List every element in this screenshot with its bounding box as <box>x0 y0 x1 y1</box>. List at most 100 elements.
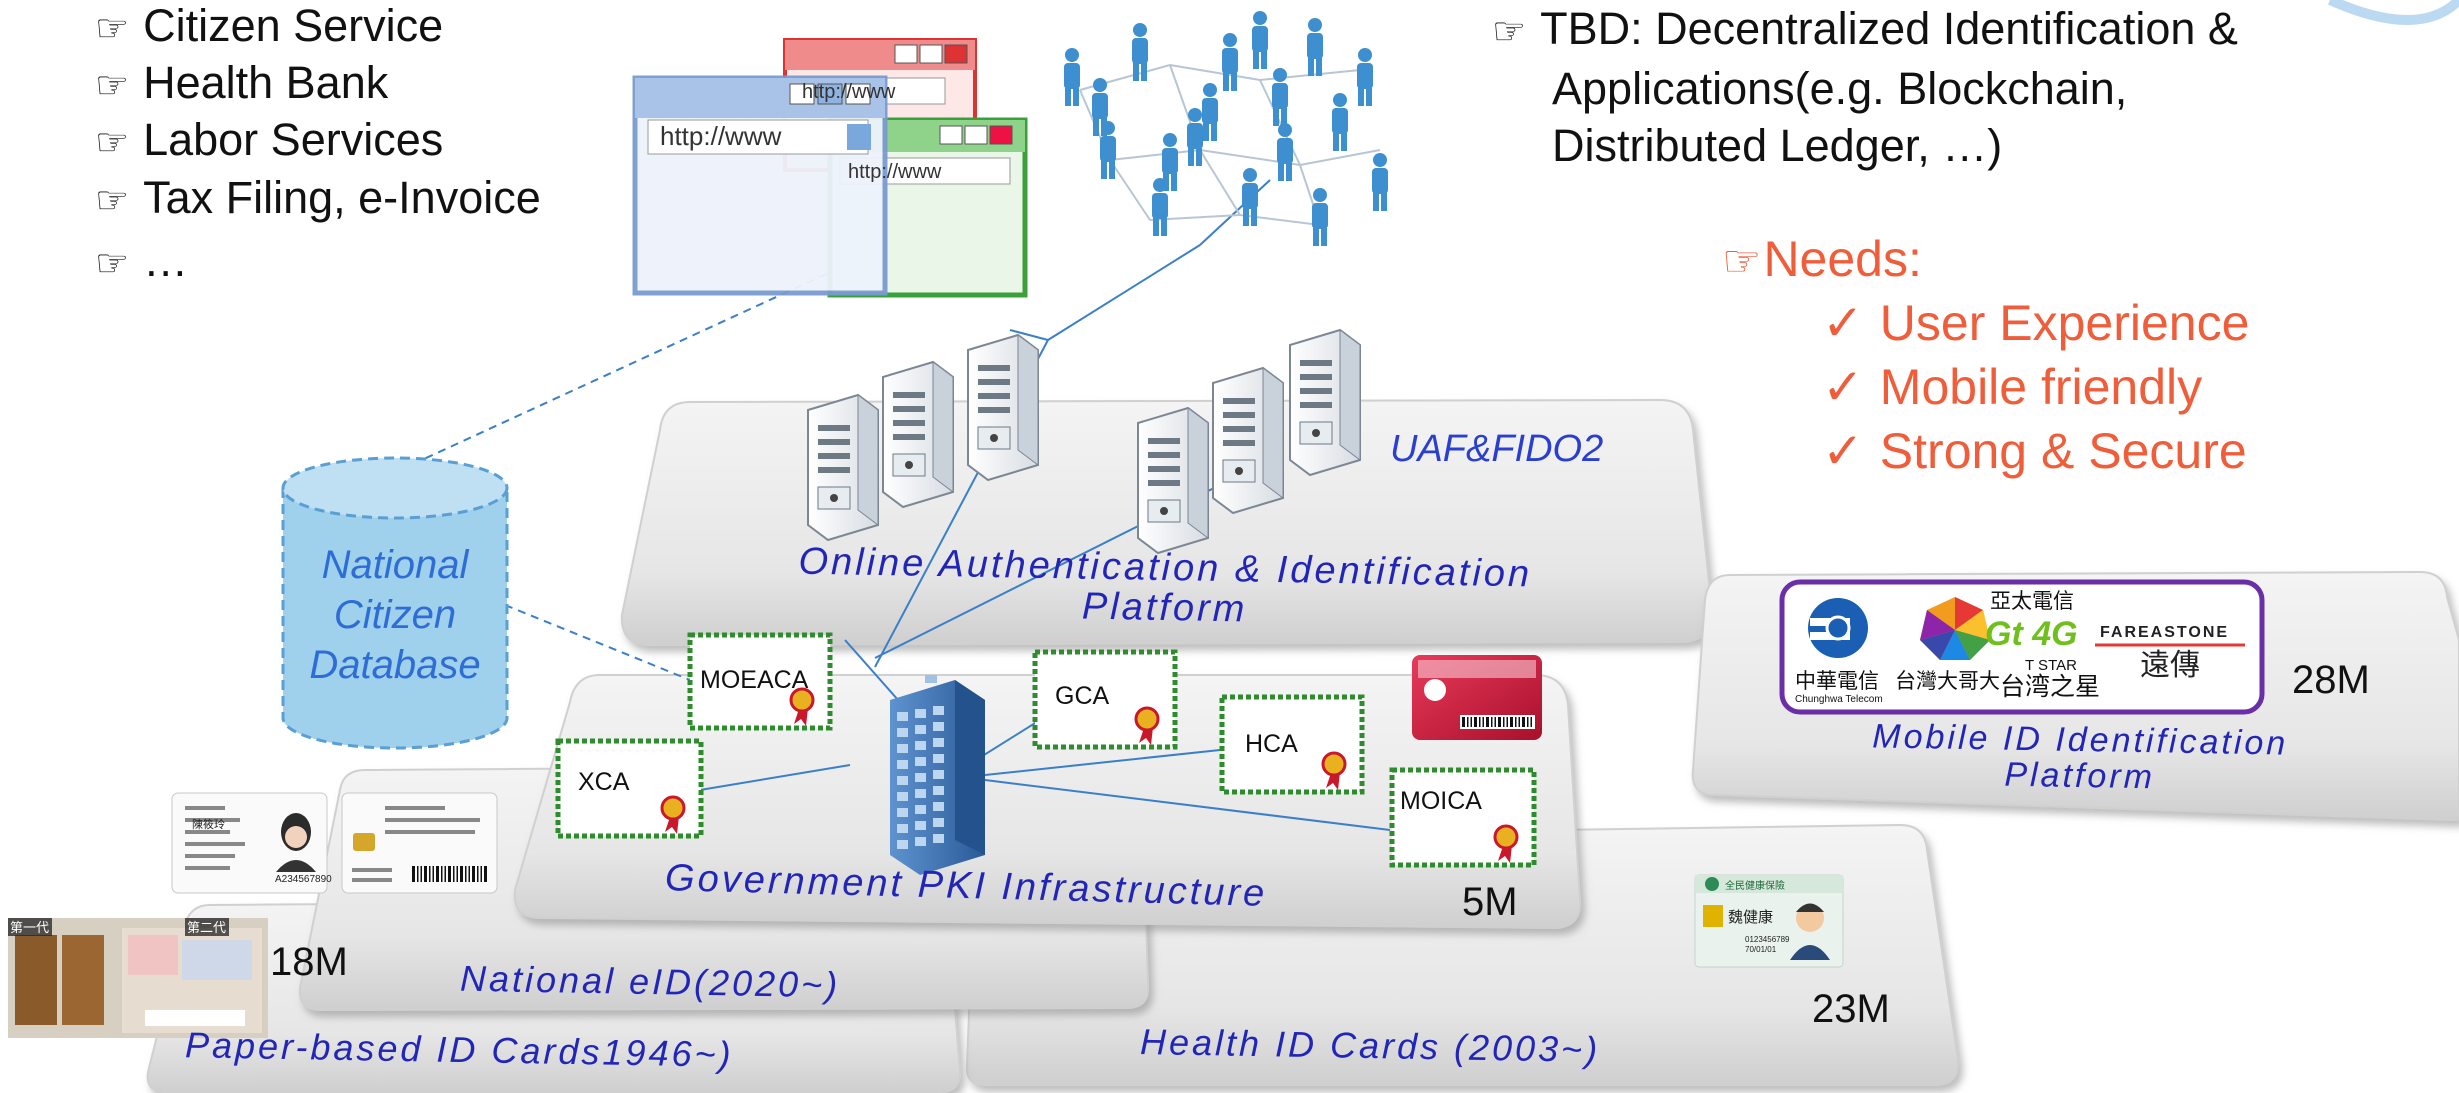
database-cylinder-icon <box>281 456 509 750</box>
fet-zh-label: 遠傳 <box>2140 648 2200 683</box>
certificate-card <box>687 632 833 731</box>
server-icon <box>1289 328 1361 477</box>
bullet-health-bank: ☞ Health Bank <box>95 54 388 114</box>
office-building-icon <box>890 675 985 875</box>
person-icon <box>1372 153 1388 211</box>
person-icon <box>1312 188 1328 246</box>
bullet-text: … <box>143 235 189 286</box>
database-label-line-2: Citizen <box>333 593 457 637</box>
eid-card-front-image <box>171 792 328 894</box>
database-label: National Citizen Database <box>275 540 515 690</box>
person-icon <box>1242 168 1258 226</box>
browser-window-icon <box>632 75 888 296</box>
needs-item-user-experience: ✓ User Experience <box>1822 294 2249 352</box>
checkmark-icon: ✓ <box>1822 422 1880 480</box>
twm-logo-icon <box>1920 597 1990 660</box>
pki-count: 5M <box>1462 880 1518 924</box>
bullet-text: Health Bank <box>143 57 389 108</box>
eid-number: A234567890 <box>275 874 332 885</box>
pointing-hand-icon: ☞ <box>1722 236 1762 287</box>
needs-item-text: Mobile friendly <box>1879 359 2203 415</box>
telecom-logos-frame <box>1779 579 2265 715</box>
checkmark-icon: ✓ <box>1822 358 1880 416</box>
ca-label-hca: HCA <box>1245 730 1298 758</box>
aptg-zh-label: 亞太電信 <box>1990 589 2074 613</box>
health-platform-label: Health ID Cards (2003~) <box>1139 1020 1601 1071</box>
health-card-name: 魏健康 <box>1728 908 1773 926</box>
bullet-citizen-service: ☞ Citizen Service <box>95 0 443 57</box>
bullet-ellipsis: ☞… <box>95 232 188 292</box>
certificate-seal-icon <box>1493 824 1519 863</box>
tbd-line-3: Distributed Ledger, …) <box>1552 120 2003 171</box>
certificate-seal-icon <box>789 687 815 726</box>
cht-logo-icon <box>1808 598 1868 658</box>
person-icon <box>1357 48 1373 106</box>
pointing-hand-icon: ☞ <box>95 6 130 50</box>
tbd-bullet: ☞TBD: Decentralized Identification & App… <box>1492 0 2238 174</box>
needs-item-text: User Experience <box>1879 295 2250 351</box>
browser-url-2: http://www <box>660 121 782 151</box>
person-icon <box>1272 68 1288 126</box>
eid-name-value: 陳筱玲 <box>192 817 225 831</box>
mobile-count: 28M <box>2292 658 2370 702</box>
browser-url-3: http://www <box>848 161 942 183</box>
server-icon <box>807 393 879 542</box>
pointing-hand-icon: ☞ <box>95 63 130 107</box>
fet-en-label: FAREASTONE <box>2100 624 2229 641</box>
pointing-hand-icon: ☞ <box>1492 9 1527 53</box>
mobile-platform-label: Mobile ID Identification Platform <box>1769 717 2390 800</box>
needs-title-text: Needs: <box>1763 231 1922 287</box>
twm-label: 台灣大哥大 <box>1895 669 2000 693</box>
tstar-zh-label: 台湾之星 <box>2000 672 2100 701</box>
cht-en-label: Chunghwa Telecom <box>1795 694 1883 705</box>
certificate-card <box>1389 767 1537 868</box>
needs-item-mobile-friendly: ✓ Mobile friendly <box>1822 358 2202 416</box>
ca-label-gca: GCA <box>1055 682 1110 710</box>
server-icon <box>882 360 954 509</box>
person-icon <box>1202 83 1218 141</box>
person-icon <box>1132 23 1148 81</box>
health-card-title: 全民健康保險 <box>1725 879 1785 892</box>
bullet-tax-filing: ☞ Tax Filing, e-Invoice <box>95 169 541 229</box>
server-icon <box>967 333 1039 482</box>
eid-platform-label: National eID(2020~) <box>459 957 841 1006</box>
certificate-card <box>1032 649 1178 750</box>
bullet-text: Tax Filing, e-Invoice <box>143 172 541 223</box>
tbd-line-1: TBD: Decentralized Identification & <box>1540 3 2238 54</box>
pointing-hand-icon: ☞ <box>95 241 130 285</box>
certificate-card <box>1219 694 1365 795</box>
bullet-text: Citizen Service <box>143 0 444 51</box>
checkmark-icon: ✓ <box>1822 294 1880 352</box>
server-icon <box>1212 366 1284 515</box>
needs-item-strong-secure: ✓ Strong & Secure <box>1822 422 2247 480</box>
pointing-hand-icon: ☞ <box>95 178 130 222</box>
person-icon <box>1277 123 1293 181</box>
health-count: 23M <box>1812 987 1890 1031</box>
database-dashed-lines <box>399 269 836 681</box>
needs-title: ☞Needs: <box>1722 230 1922 288</box>
residence-card-image <box>1412 655 1542 740</box>
needs-item-text: Strong & Secure <box>1879 423 2247 479</box>
server-icon <box>1137 406 1209 555</box>
health-card-date: 70/01/01 <box>1745 945 1777 954</box>
browser-url-1: http://www <box>802 81 896 103</box>
paper-id-cards-image <box>8 918 268 1038</box>
person-icon <box>1064 48 1080 106</box>
ca-label-xca: XCA <box>578 768 630 796</box>
certificate-card <box>555 738 704 839</box>
paper-card-label-2: 第二代 <box>187 921 226 936</box>
bullet-labor-services: ☞Labor Services <box>95 111 443 171</box>
cht-zh-label: 中華電信 <box>1795 669 1879 693</box>
aptg-logo-label: Gt 4G <box>1985 615 2078 653</box>
decorative-arc <box>2327 0 2459 25</box>
person-icon <box>1307 18 1323 76</box>
person-icon <box>1222 33 1238 91</box>
person-icon <box>1187 108 1203 166</box>
database-label-line-1: National <box>321 543 469 587</box>
health-card-image <box>1694 874 1844 968</box>
pointing-hand-icon: ☞ <box>95 120 130 164</box>
online-platform-label: Online Authentication & Identification P… <box>699 540 1630 636</box>
ca-label-moeaca: MOEACA <box>700 666 809 694</box>
